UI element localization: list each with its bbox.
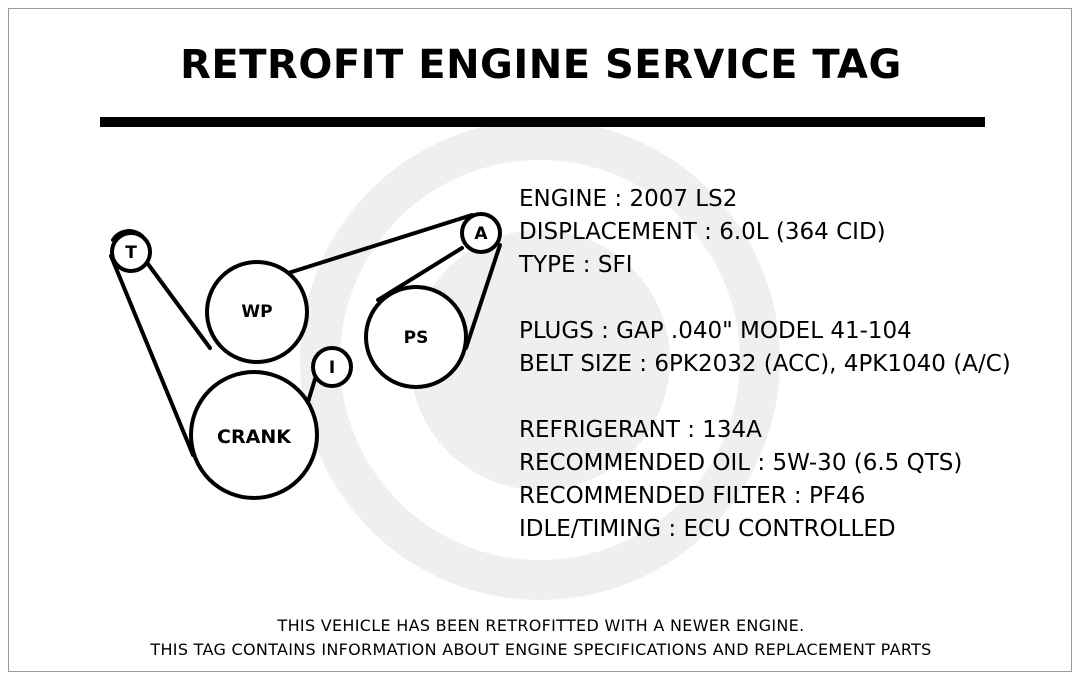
title-underline [100, 117, 985, 127]
spec-belt-size: BELT SIZE : 6PK2032 (ACC), 4PK1040 (A/C) [519, 351, 1011, 377]
footer-line-1: THIS VEHICLE HAS BEEN RETROFITTED WITH A… [277, 616, 805, 635]
spec-idle-timing: IDLE/TIMING : ECU CONTROLLED [519, 516, 896, 542]
power-steering-label: PS [404, 328, 429, 348]
spec-spacer [519, 282, 1011, 315]
spec-filter: RECOMMENDED FILTER : PF46 [519, 483, 866, 509]
spec-engine: ENGINE : 2007 LS2 [519, 186, 738, 212]
spec-plugs: PLUGS : GAP .040" MODEL 41-104 [519, 318, 912, 344]
crank-label: CRANK [217, 426, 292, 448]
pulley-alternator [460, 212, 502, 254]
page-title: RETROFIT ENGINE SERVICE TAG [180, 42, 902, 88]
pulley-tensioner [110, 231, 152, 273]
footer-line-2: THIS TAG CONTAINS INFORMATION ABOUT ENGI… [150, 640, 932, 659]
spec-oil: RECOMMENDED OIL : 5W-30 (6.5 QTS) [519, 450, 963, 476]
spec-displacement: DISPLACEMENT : 6.0L (364 CID) [519, 219, 886, 245]
water-pump-label: WP [241, 302, 272, 322]
spec-spacer [519, 381, 1011, 414]
tensioner-label: T [125, 243, 137, 263]
pulley-crank [189, 370, 319, 500]
idler-label: I [329, 358, 335, 378]
spec-refrigerant: REFRIGERANT : 134A [519, 417, 762, 443]
pulley-power-steering [364, 285, 468, 389]
tag-border [8, 8, 1072, 672]
alternator-label: A [474, 224, 488, 244]
spec-type: TYPE : SFI [519, 252, 633, 278]
engine-specs: ENGINE : 2007 LS2 DISPLACEMENT : 6.0L (3… [519, 183, 1011, 546]
pulley-water-pump [205, 260, 309, 364]
pulley-idler [311, 346, 353, 388]
